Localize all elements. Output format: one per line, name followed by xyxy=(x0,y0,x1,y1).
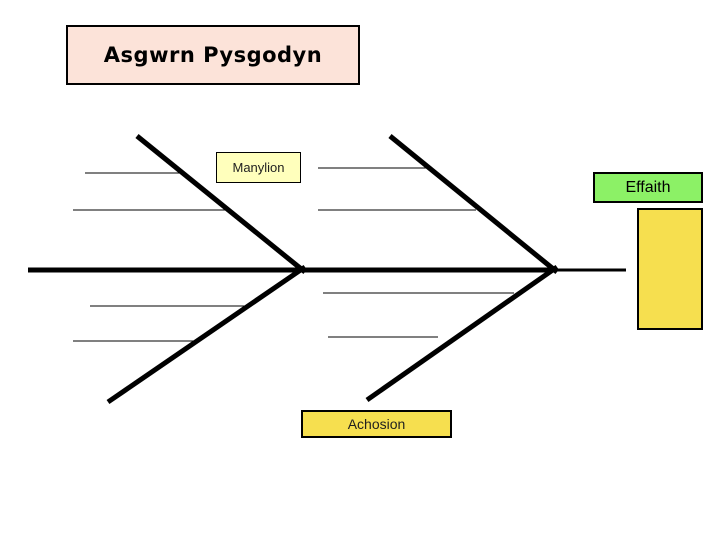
fishbone-line-causes-branch-lower xyxy=(365,264,559,403)
details-label-box: Manylion xyxy=(216,152,301,183)
effect-label: Effaith xyxy=(625,178,671,196)
slide-title: Asgwrn Pysgodyn xyxy=(103,42,323,67)
fishbone-line-details-branch-upper xyxy=(135,134,307,274)
fishbone-line-causes-branch-upper xyxy=(388,134,559,274)
fishbone-line-details-branch-lower xyxy=(106,264,307,405)
causes-label: Achosion xyxy=(347,416,406,432)
title-box: Asgwrn Pysgodyn xyxy=(66,25,360,85)
causes-label-box: Achosion xyxy=(301,410,452,438)
effect-label-box: Effaith xyxy=(593,172,703,203)
details-label: Manylion xyxy=(232,160,285,175)
effect-value-box xyxy=(637,208,703,330)
